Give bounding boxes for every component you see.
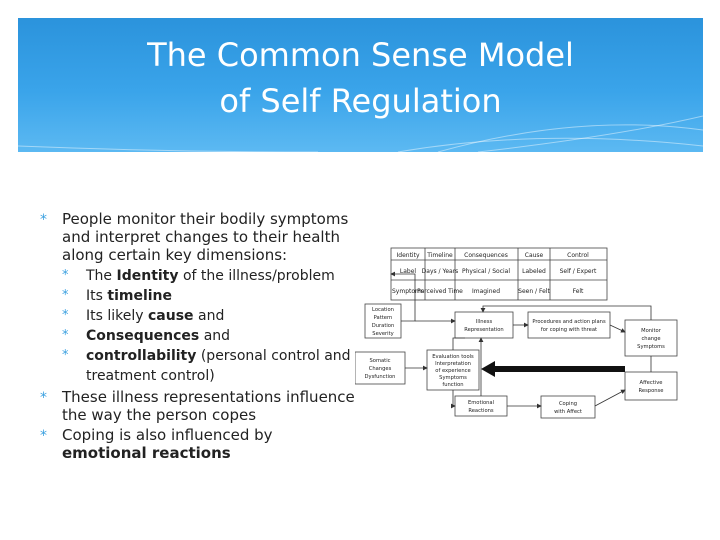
sub-bullet-list: The Identity of the illness/problem Its … [62,266,360,386]
sub-bullet-cause: Its likely cause and [62,306,360,326]
table-cell-self-expert: Self / Expert [560,268,597,275]
bullet-coping: Coping is also influenced by emotional r… [40,426,360,462]
evaluation-box-line: Symptoms [439,375,467,381]
coping-box-line: Coping [559,401,577,407]
somatic-box-line: Changes [369,366,392,372]
sub-bold: Identity [116,268,179,284]
illness-representation-box [454,311,514,339]
monitor-box-line: Monitor [641,328,662,334]
sub-bullet-controllability: controllability (personal control and tr… [62,346,360,386]
bullet-monitor-symptoms: People monitor their bodily symptoms and… [40,210,360,386]
evaluation-box-line: of experience [435,368,470,374]
table-cell-imagined: Imagined [472,288,500,295]
sub-post: and [199,328,231,344]
procedures-box-line: Procedures and action plans [532,319,606,325]
bullet-text: People monitor their bodily symptoms and… [62,210,349,264]
evaluation-box-line: function [442,382,463,388]
emotional-box-line: Emotional [468,400,494,406]
sub-bold: Consequences [86,328,200,344]
bullet-bold: emotional reactions [62,444,231,462]
banner-decoration [18,115,703,152]
location-box-line: Pattern [374,315,393,321]
emotional-box-line: Reactions [468,408,494,414]
arrow-coping-to-affective [594,389,626,407]
coping-box-line: with Affect [554,409,582,415]
location-box-line: Severity [372,331,393,337]
sub-bold: controllability [86,348,197,364]
arrow-evaluation-to-emotional [451,390,456,409]
table-cell-seen-felt: Seen / Felt [518,288,550,295]
sub-post: of the illness/problem [178,268,335,284]
evaluation-box-line: Evaluation tools [432,354,474,360]
sub-bold: timeline [107,288,173,304]
table-cell-felt: Felt [573,288,584,295]
arrow-monitor-feedback [480,305,652,320]
bullet-text: Coping is also influenced by [62,426,273,444]
title-banner: The Common Sense Model of Self Regulatio… [18,18,703,152]
somatic-box [355,351,406,385]
table-cell-symptoms: Symptoms [392,288,424,295]
evaluation-box [426,349,480,391]
illness-box-line: Representation [464,327,503,333]
sub-bold: cause [148,308,194,324]
sub-post: (personal control and treatment control) [86,348,351,384]
affective-box-line: Response [639,388,664,394]
location-box-line: Duration [372,323,395,329]
table-cell-labeled: Labeled [522,268,546,275]
table-cell-perceived-time: Perceived Time [417,288,463,295]
table-cell-label: Label [400,268,417,275]
table-header-cause: Cause [525,252,544,259]
table-header-timeline: Timeline [426,252,453,259]
sub-bullet-identity: The Identity of the illness/problem [62,266,360,286]
bullet-illness-representations: These illness representations influence … [40,388,360,424]
procedures-box [527,311,611,339]
table-header-control: Control [567,252,589,259]
procedures-box-line: for coping with threat [541,327,597,333]
sub-pre: Its likely [86,308,148,324]
affective-box-line: Affective [640,380,663,386]
illness-box-line: Illness [476,319,493,325]
sub-post: and [193,308,225,324]
evaluation-box-line: Interpretation [435,361,471,367]
dimension-table [390,247,608,301]
monitor-box-line: Symptoms [637,344,665,350]
table-header-identity: Identity [397,252,420,259]
somatic-box-line: Somatic [369,358,390,364]
bullet-text: These illness representations influence … [62,388,355,424]
arrow-location-to-table [390,271,416,322]
sub-pre: Its [86,288,108,304]
table-cell-physical-social: Physical / Social [462,268,510,275]
csm-diagram: Identity Timeline Consequences Cause Con… [355,247,678,419]
bullet-list: People monitor their bodily symptoms and… [40,210,360,464]
sub-bullet-timeline: Its timeline [62,286,360,306]
somatic-box-line: Dysfunction [365,374,396,380]
table-header-consequences: Consequences [464,252,508,259]
location-box-line: Location [372,307,394,313]
page-title: The Common Sense Model of Self Regulatio… [18,32,703,124]
arrow-evaluation-up [452,337,465,350]
title-line-1: The Common Sense Model [147,36,574,74]
affective-response-box [624,371,678,401]
sub-pre: The [86,268,117,284]
arrow-procedures-to-monitor [609,324,626,333]
title-line-2: of Self Regulation [219,82,502,120]
sub-bullet-consequences: Consequences and [62,326,360,346]
main-feedback-arrow [481,361,625,377]
table-cell-days-years: Days / Years [422,268,459,275]
monitor-box-line: change [641,336,660,342]
